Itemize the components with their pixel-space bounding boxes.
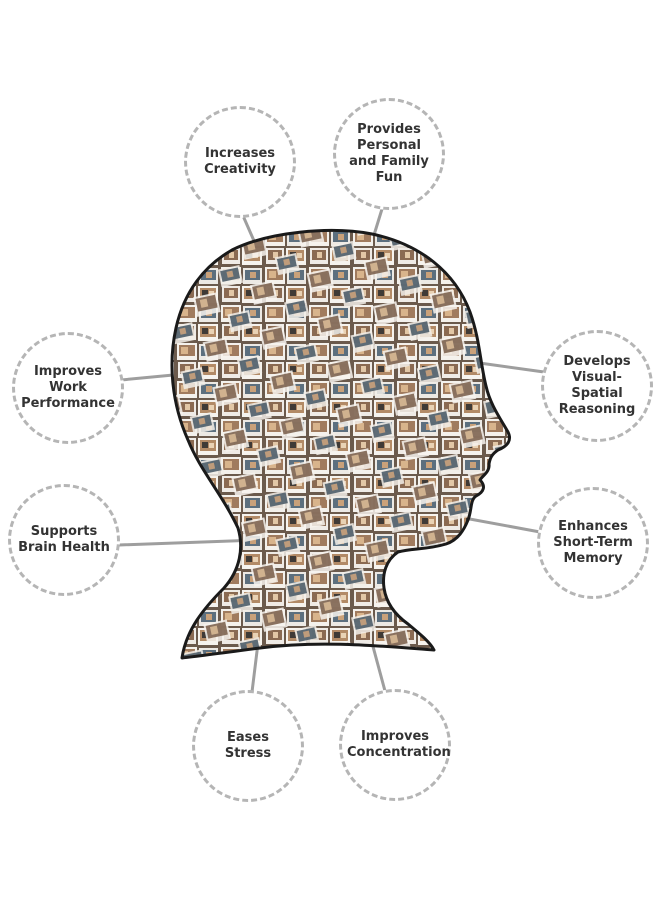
benefit-label-stress: Eases Stress [224, 730, 272, 761]
benefit-circle-fun: Provides Personal and Family Fun [333, 98, 445, 210]
benefit-circle-concentration: Improves Concentration [339, 689, 451, 801]
benefit-label-creativity: Increases Creativity [204, 146, 276, 177]
connector-brain [117, 538, 260, 547]
benefit-circle-creativity: Increases Creativity [184, 106, 296, 218]
benefit-circle-stress: Eases Stress [192, 690, 304, 802]
benefit-label-work: Improves Work Performance [21, 364, 115, 411]
benefit-label-memory: Enhances Short-Term Memory [553, 519, 633, 566]
benefit-label-brain-health: Supports Brain Health [18, 524, 110, 555]
benefit-label-visual-spatial: Develops Visual-Spatial Reasoning [558, 354, 636, 417]
benefit-label-fun: Provides Personal and Family Fun [349, 122, 429, 185]
benefit-circle-memory: Enhances Short-Term Memory [537, 487, 649, 599]
benefit-circle-work: Improves Work Performance [12, 332, 124, 444]
benefit-circle-brain-health: Supports Brain Health [8, 484, 120, 596]
benefit-circle-visual-spatial: Develops Visual-Spatial Reasoning [541, 330, 653, 442]
benefit-label-concentration: Improves Concentration [347, 729, 451, 760]
